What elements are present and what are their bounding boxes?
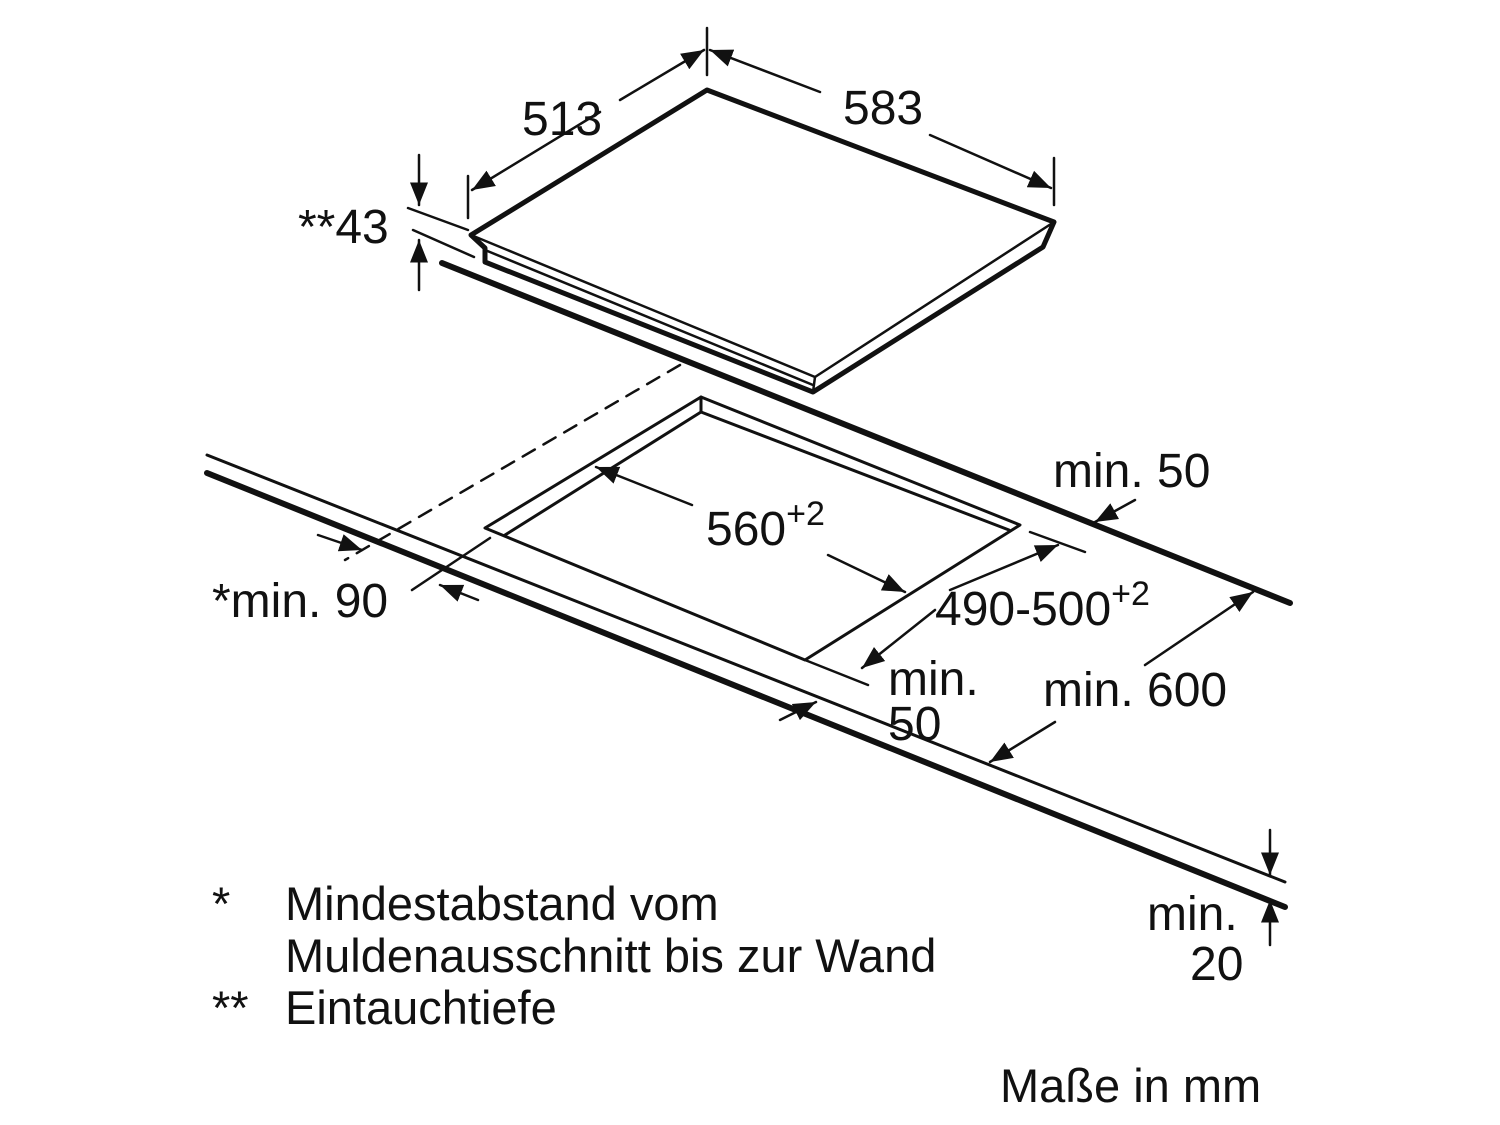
dim-cutout-depth (803, 530, 1087, 687)
label-583: 583 (843, 82, 923, 135)
label-min-20-1: min. (1147, 888, 1238, 941)
label-513: 513 (522, 93, 602, 146)
label-min-50-back: min. 50 (1053, 445, 1210, 498)
hob-outline (468, 87, 1057, 395)
label-min-90: *min. 90 (212, 575, 388, 628)
label-min-600: min. 600 (1043, 664, 1227, 717)
dim-min-50-front-arrow (778, 700, 818, 722)
units-note: Maße in mm (1000, 1059, 1262, 1112)
legend-text-1b: Muldenausschnitt bis zur Wand (285, 929, 937, 982)
dim-hob-depth (466, 26, 709, 220)
dim-min-50-back-arrow (1093, 498, 1137, 524)
dim-min-90 (316, 533, 492, 602)
dim-min-600 (988, 590, 1255, 764)
dim-hob-width (708, 48, 1056, 207)
wall-projection-dashed (343, 363, 682, 562)
countertop-back-edge (439, 260, 1293, 606)
label-min-50-front-1: min. (888, 653, 979, 706)
legend-marker-2: ** (212, 981, 249, 1034)
dim-immersion (406, 153, 476, 292)
legend-marker-1: * (212, 877, 231, 930)
legend-text-2: Eintauchtiefe (285, 981, 557, 1034)
legend-text-1a: Mindestabstand vom (285, 877, 719, 930)
countertop-top-edge (205, 453, 1287, 884)
label-560: 560+2 (706, 495, 825, 556)
label-490-500: 490-500+2 (935, 575, 1150, 636)
label-min-20-2: 20 (1190, 938, 1243, 991)
dim-cutout-width (594, 465, 907, 594)
countertop-front-edge (204, 470, 1288, 910)
label-43: **43 (298, 201, 389, 254)
label-min-50-front-2: 50 (888, 698, 941, 751)
